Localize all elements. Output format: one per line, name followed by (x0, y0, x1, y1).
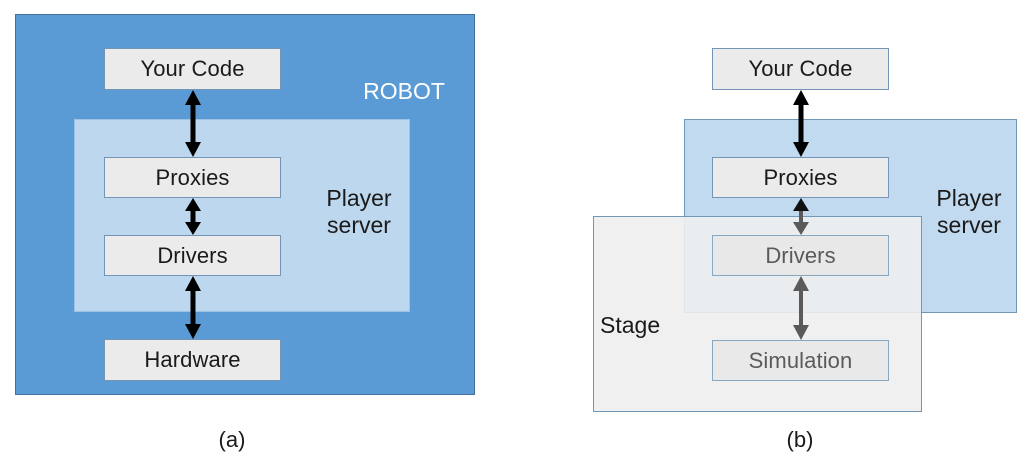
panel-a-block-drivers[interactable]: Drivers (104, 235, 281, 276)
panel-b-block-drivers[interactable]: Drivers (712, 235, 889, 276)
panel-a-arrow-proxies-drivers (182, 198, 204, 235)
panel-b-block-your-code[interactable]: Your Code (712, 48, 889, 90)
panel-b-block-proxies[interactable]: Proxies (712, 157, 889, 198)
panel-a-player-server-container (74, 119, 410, 312)
panel-b-player-server-label: Player server (936, 185, 1002, 239)
panel-b-arrow-proxies-drivers (790, 198, 812, 235)
panel-a-block-proxies[interactable]: Proxies (104, 157, 281, 198)
panel-a-caption: (a) (218, 427, 246, 452)
panel-b-caption: (b) (786, 427, 814, 452)
panel-a-block-your-code[interactable]: Your Code (104, 48, 281, 90)
panel-a-block-hardware[interactable]: Hardware (104, 339, 281, 381)
panel-a-player-server-label: Player server (326, 185, 392, 239)
panel-b-block-simulation[interactable]: Simulation (712, 340, 889, 381)
panel-b-arrow-drivers-simulation (790, 276, 812, 340)
panel-b-stage-label: Stage (600, 312, 661, 338)
panel-a-robot-label: ROBOT (363, 78, 445, 104)
panel-a-arrow-drivers-hardware (182, 276, 204, 339)
panel-b-arrow-yourcode-proxies (790, 90, 812, 157)
panel-a-arrow-yourcode-proxies (182, 90, 204, 157)
